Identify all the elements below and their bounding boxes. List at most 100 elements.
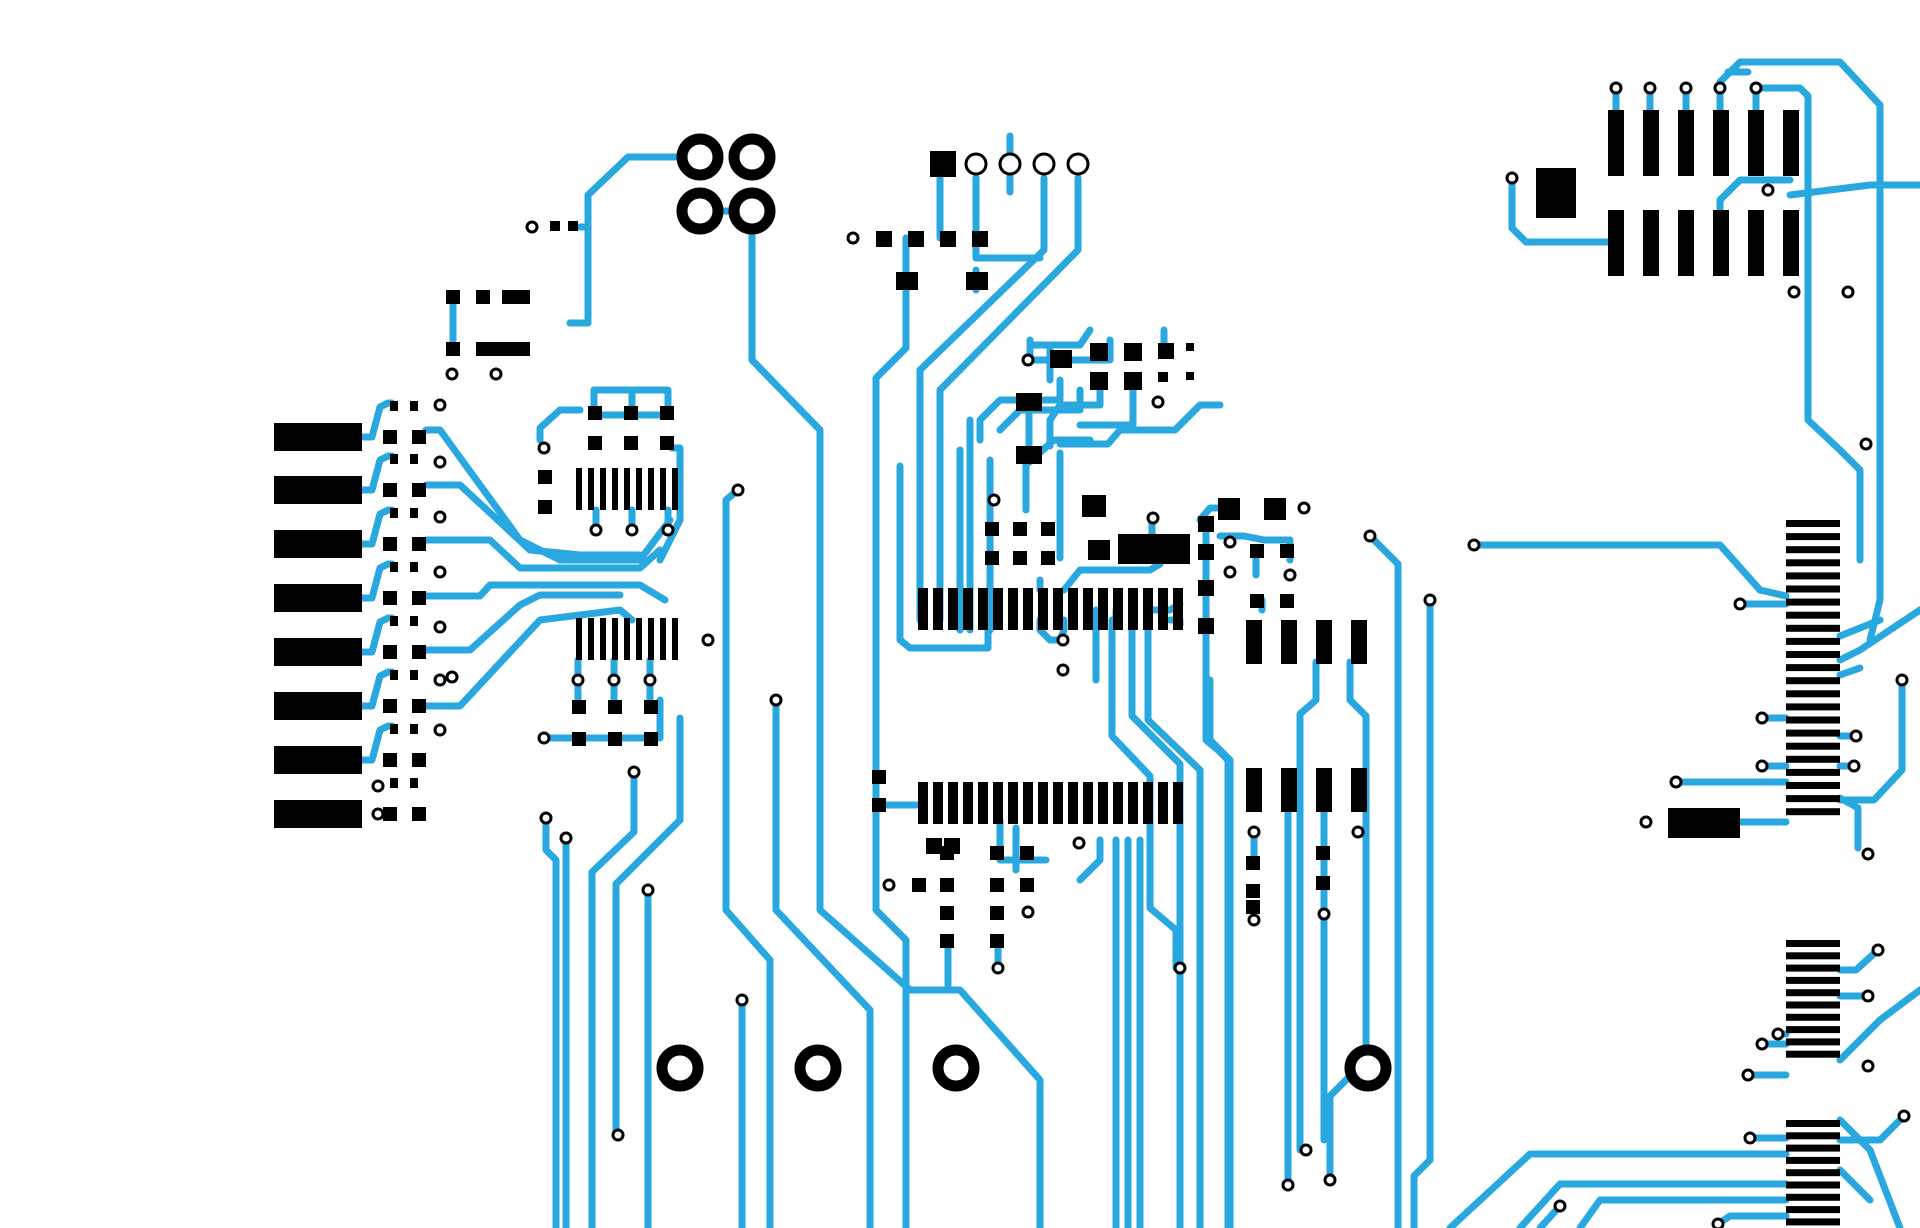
pad-70 [644, 732, 658, 746]
pad-78 [502, 342, 530, 356]
pad-201 [1786, 546, 1840, 554]
pad-143 [1118, 534, 1190, 564]
via-9 [371, 807, 385, 821]
via-45 [1151, 395, 1165, 409]
trace-84 [1206, 676, 1234, 1228]
pad-58 [672, 618, 678, 660]
pad-190 [1748, 110, 1764, 176]
via-73 [1505, 171, 1519, 185]
via-90 [1755, 1037, 1769, 1051]
pad-35 [410, 724, 418, 734]
trace-58 [1076, 376, 1137, 429]
pad-7 [274, 746, 362, 774]
pad-94 [1008, 588, 1018, 630]
pad-77 [476, 342, 504, 356]
pad-87 [966, 272, 988, 290]
pad-81 [930, 151, 956, 177]
pad-73 [446, 290, 460, 304]
via-28 [559, 831, 573, 845]
trace-55 [1026, 326, 1094, 349]
pad-116 [1068, 782, 1078, 824]
pad-21 [383, 591, 397, 605]
pad-84 [940, 231, 956, 247]
pad-112 [1008, 782, 1018, 824]
pad-85 [972, 231, 988, 247]
trace-119 [1836, 664, 1864, 679]
pad-158 [1246, 768, 1262, 812]
pad-224 [1786, 964, 1840, 972]
pad-18 [412, 537, 426, 551]
via-61 [1173, 961, 1187, 975]
pad-45 [624, 468, 630, 510]
pad-28 [390, 616, 398, 626]
pad-3 [274, 530, 362, 558]
pad-55 [636, 618, 642, 660]
via-71 [1713, 81, 1727, 95]
pad-203 [1786, 572, 1840, 580]
pad-175 [912, 878, 926, 892]
pad-29 [383, 699, 397, 713]
pad-68 [572, 732, 586, 746]
pad-13 [383, 483, 397, 497]
trace-83 [1144, 626, 1204, 1228]
mounting-hole-38 [1344, 1044, 1392, 1092]
trace-131 [1576, 1196, 1790, 1228]
via-93 [1741, 1068, 1755, 1082]
pad-134 [1186, 372, 1194, 380]
pad-6 [274, 692, 362, 720]
pad-144 [1198, 516, 1214, 532]
smd-pads [274, 110, 1840, 1226]
pad-202 [1786, 559, 1840, 567]
via-13 [661, 523, 675, 537]
via-95 [1743, 1131, 1757, 1145]
pad-76 [446, 342, 460, 356]
via-55 [1323, 1173, 1337, 1187]
pad-138 [985, 551, 999, 565]
pad-111 [993, 782, 1003, 824]
pad-82 [876, 231, 892, 247]
pad-155 [1281, 620, 1297, 664]
pad-223 [1786, 952, 1840, 960]
pad-204 [1786, 585, 1840, 593]
pad-136 [1013, 522, 1027, 536]
trace-37 [772, 696, 874, 1228]
pad-12 [390, 401, 398, 411]
pad-117 [1083, 782, 1093, 824]
via-11 [589, 523, 603, 537]
pad-162 [1246, 856, 1260, 870]
via-65 [1072, 836, 1086, 850]
pad-101 [1113, 588, 1123, 630]
trace-41 [972, 174, 1044, 262]
pad-209 [1786, 651, 1840, 658]
via-6 [433, 673, 447, 687]
mounting-hole-24 [728, 133, 776, 181]
trace-43 [936, 174, 1082, 624]
via-27 [539, 811, 553, 825]
via-57 [1247, 825, 1261, 839]
pad-2 [274, 476, 362, 504]
pad-52 [600, 618, 606, 660]
trace-42 [916, 174, 1048, 624]
via-41 [1032, 152, 1056, 176]
via-3 [433, 510, 447, 524]
pad-195 [1713, 210, 1729, 276]
pad-194 [1678, 210, 1694, 276]
pad-156 [1316, 620, 1332, 664]
pad-99 [1083, 588, 1093, 630]
trace-35 [612, 714, 684, 1139]
pad-205 [1786, 598, 1840, 606]
pad-142 [1088, 540, 1110, 560]
pad-234 [1786, 1144, 1840, 1152]
via-15 [607, 673, 621, 687]
pad-66 [608, 700, 622, 714]
pad-233 [1786, 1132, 1840, 1140]
pad-121 [1143, 782, 1153, 824]
pad-128 [1124, 343, 1142, 361]
pad-50 [576, 618, 582, 660]
pad-95 [1023, 588, 1033, 630]
pad-191 [1783, 110, 1799, 176]
via-74 [1787, 285, 1801, 299]
via-60 [1351, 825, 1365, 839]
pad-32 [390, 670, 398, 680]
